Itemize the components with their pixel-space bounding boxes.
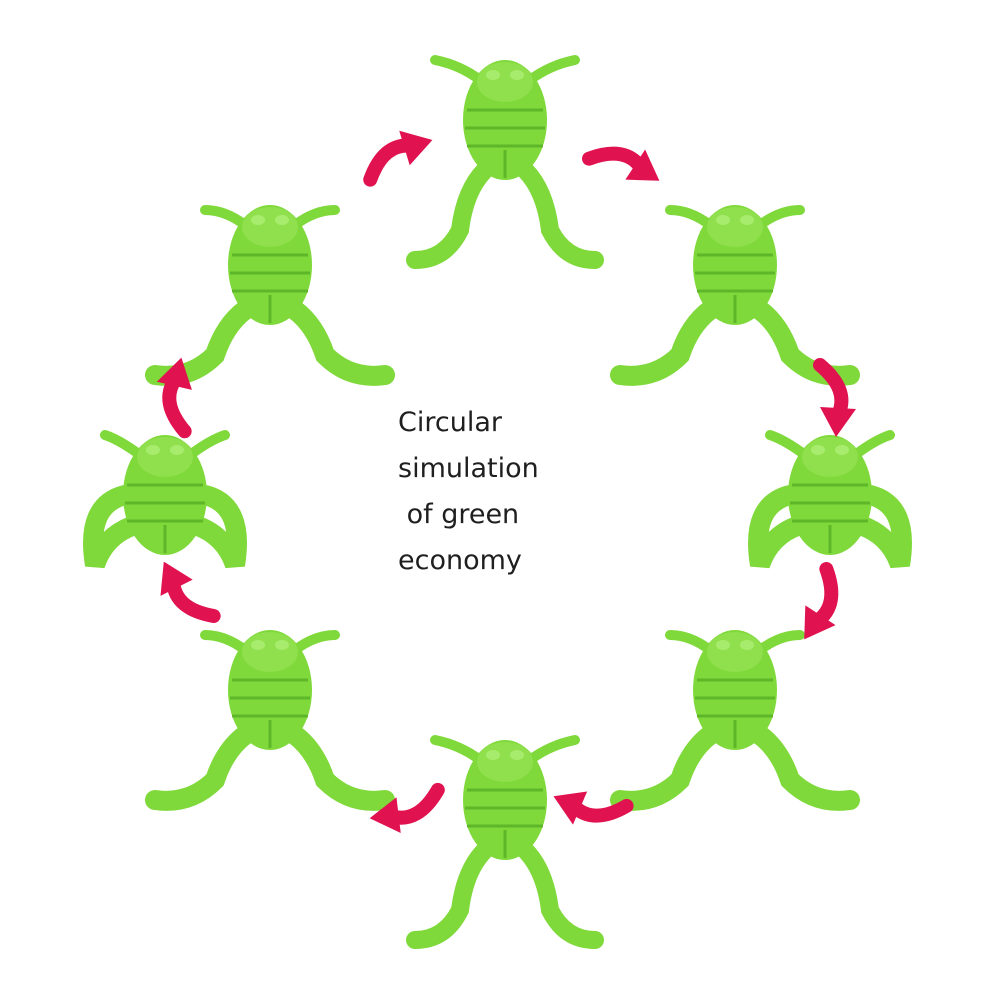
frog-upper-right [620,205,850,376]
caption-line-4: economy [398,545,522,576]
center-caption: Circular simulation of green economy [398,400,598,584]
frog-top [415,60,595,260]
arrow-icon-left-lower [146,554,213,634]
frog-lower-right [620,630,850,801]
frog-lower-left [155,630,385,801]
frog-upper-left [155,205,385,376]
caption-line-3: of green [398,499,520,530]
caption-line-1: Circular [398,407,502,438]
frog-bottom [415,740,595,940]
frog-right [758,435,902,565]
arrow-icon-bottom-right [547,781,627,839]
caption-line-2: simulation [398,453,539,484]
arrow-icon-top-right [589,127,669,194]
arrow-icon-top-left [358,121,438,179]
frog-left [93,435,237,565]
